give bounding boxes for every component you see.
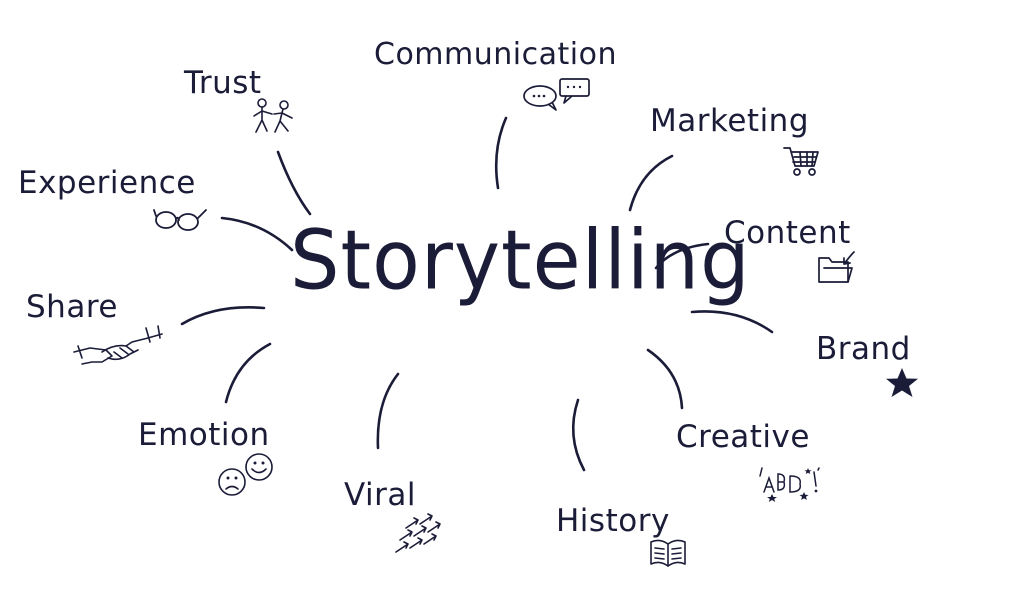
sparkle-letters-icon	[759, 467, 820, 502]
concept-experience-label: Experience	[18, 165, 196, 201]
star-icon	[886, 368, 918, 397]
shopping-cart-icon	[783, 147, 819, 176]
connector-communication	[494, 116, 508, 190]
handshake-icon	[73, 325, 163, 365]
concept-viral-label: Viral	[344, 477, 416, 513]
concept-creative-label: Creative	[676, 419, 810, 455]
folder-icon	[818, 251, 855, 283]
connector-marketing	[628, 154, 674, 212]
connector-content	[654, 242, 710, 270]
concept-history-label: History	[556, 503, 670, 539]
speech-bubbles-icon	[523, 78, 590, 111]
concept-communication-label: Communication	[374, 37, 617, 72]
connector-emotion	[224, 342, 272, 404]
connector-share	[180, 306, 266, 326]
concept-emotion-label: Emotion	[138, 417, 270, 453]
glasses-icon	[153, 209, 207, 231]
concept-brand-label: Brand	[816, 331, 911, 367]
connector-trust	[276, 150, 312, 216]
smiley-faces-icon	[218, 453, 273, 496]
book-icon	[650, 539, 686, 567]
connector-history	[571, 398, 586, 472]
connector-brand	[690, 310, 774, 334]
connector-experience	[220, 216, 294, 252]
concept-marketing-label: Marketing	[650, 103, 810, 139]
connector-creative	[646, 348, 684, 410]
concept-content-label: Content	[724, 215, 851, 251]
center-topic: Storytelling	[290, 213, 751, 309]
arrows-icon	[395, 513, 441, 553]
concept-share-label: Share	[26, 289, 118, 325]
concept-trust-label: Trust	[184, 65, 262, 101]
connector-viral	[376, 372, 400, 450]
two-people-icon	[253, 98, 293, 133]
